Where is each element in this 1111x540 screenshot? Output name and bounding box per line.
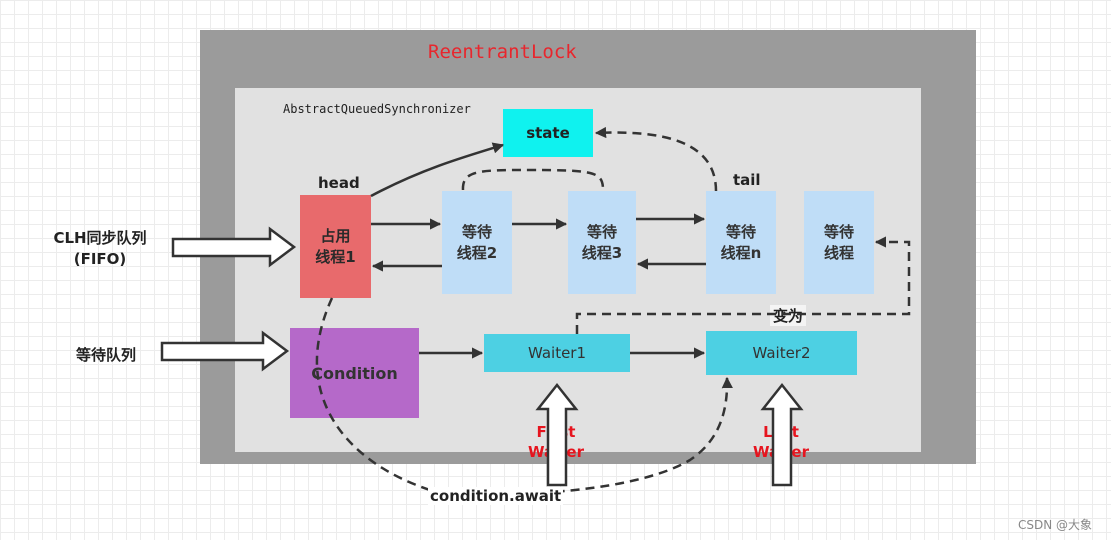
condition-box: Condition — [290, 328, 419, 418]
wait3-line1: 等待 — [586, 222, 617, 241]
wait-queue-pointer-arrow — [160, 330, 290, 372]
clh-queue-label: CLH同步队列 (FIFO) — [44, 228, 156, 270]
waitnew-line1: 等待 — [823, 222, 854, 241]
clh-queue-pointer-arrow — [171, 226, 297, 268]
waiter1-becomes-thread-dashed-arrow — [575, 236, 911, 334]
watermark: CSDN @大象 — [1018, 518, 1093, 532]
waitnew-line2: 线程 — [823, 243, 854, 262]
clh-label-line1: CLH同步队列 — [53, 229, 147, 247]
waitn-line1: 等待 — [725, 222, 756, 241]
tail-to-state-arrow — [594, 126, 718, 192]
clh-label-line2: (FIFO) — [73, 250, 127, 268]
tail-label: tail — [733, 171, 761, 189]
wait3-line2: 线程3 — [581, 243, 623, 262]
head-label: head — [318, 174, 360, 192]
become-label: 变为 — [770, 305, 807, 326]
owner-thread-node: 占用 线程1 — [300, 195, 371, 298]
waitn-line2: 线程n — [720, 243, 762, 262]
owner-node-line2: 线程1 — [315, 247, 356, 266]
new-waiting-thread-node: 等待 线程 — [804, 191, 874, 294]
waiter2-box: Waiter2 — [706, 331, 857, 375]
waiting-thread3-node: 等待 线程3 — [568, 191, 636, 294]
wait2-line1: 等待 — [461, 222, 492, 241]
condition-await-label: condition.await — [428, 487, 564, 505]
wait2-line2: 线程2 — [456, 243, 498, 262]
waiting-threadn-node: 等待 线程n — [706, 191, 776, 294]
waiter1-box: Waiter1 — [484, 334, 630, 372]
condition-await-dashed-curve — [315, 297, 733, 495]
aqs-label: AbstractQueuedSynchronizer — [283, 102, 471, 116]
wait-queue-label: 等待队列 — [76, 346, 137, 364]
owner-node-line1: 占用 — [320, 226, 351, 245]
thread2-to-thread3-dashed-arc — [461, 168, 605, 191]
head-to-state-arrow — [370, 142, 505, 198]
waiting-thread2-node: 等待 线程2 — [442, 191, 512, 294]
diagram-title: ReentrantLock — [428, 41, 577, 63]
first-waiter-pointer-arrow — [535, 382, 579, 487]
state-box: state — [503, 109, 593, 157]
last-waiter-pointer-arrow — [760, 382, 804, 487]
